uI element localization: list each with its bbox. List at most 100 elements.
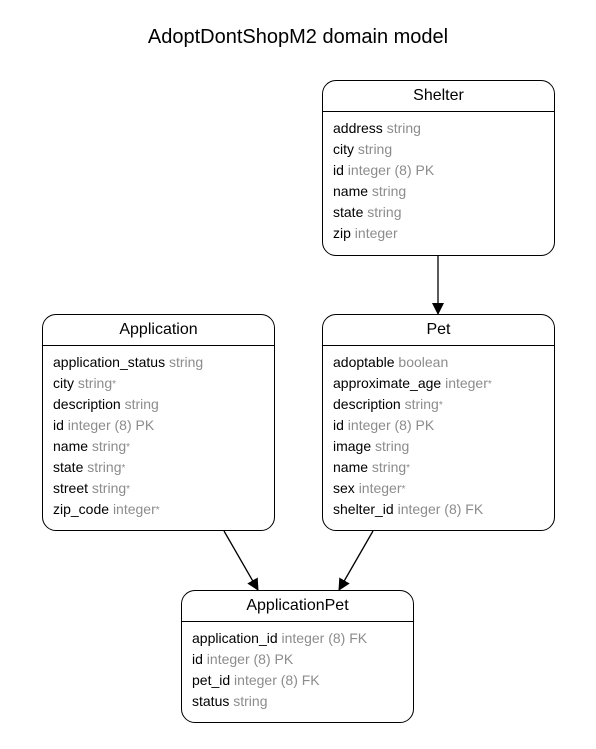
attribute-row: name string xyxy=(333,181,554,202)
optional-marker: * xyxy=(126,442,131,453)
optional-marker: * xyxy=(406,463,411,474)
optional-marker: * xyxy=(401,484,406,495)
attribute-type: string xyxy=(168,354,204,370)
attribute-row: status string xyxy=(192,691,413,712)
attribute-row: state string xyxy=(333,202,554,223)
attribute-type: integer (8) xyxy=(67,417,132,433)
attribute-key: FK xyxy=(301,672,320,688)
attribute-type: string xyxy=(233,693,268,709)
attribute-key: PK xyxy=(135,417,155,433)
attribute-name: state xyxy=(53,459,84,475)
attribute-type: string xyxy=(404,396,439,412)
attribute-key: PK xyxy=(415,162,435,178)
attribute-row: description string* xyxy=(333,394,554,415)
attribute-type: integer (8) xyxy=(206,651,271,667)
entity-shelter-attributes: address string city string id integer (8… xyxy=(323,112,554,244)
entity-shelter[interactable]: Shelter address string city string id in… xyxy=(322,80,555,256)
attribute-key: FK xyxy=(349,630,368,646)
attribute-row: street string* xyxy=(53,478,274,499)
entity-application-name: Application xyxy=(43,315,274,346)
attribute-type: integer xyxy=(445,375,488,391)
attribute-name: approximate_age xyxy=(333,375,442,391)
attribute-name: id xyxy=(192,651,203,667)
attribute-name: adoptable xyxy=(333,354,395,370)
attribute-name: image xyxy=(333,438,372,454)
attribute-name: id xyxy=(333,417,344,433)
attribute-name: application_status xyxy=(53,354,166,370)
attribute-type: integer (8) xyxy=(397,501,462,517)
attribute-row: sex integer* xyxy=(333,478,554,499)
optional-marker: * xyxy=(438,400,443,411)
attribute-name: id xyxy=(53,417,64,433)
attribute-row: name string* xyxy=(333,457,554,478)
attribute-row: name string* xyxy=(53,436,274,457)
attribute-type: string xyxy=(124,396,159,412)
attribute-name: description xyxy=(53,396,121,412)
entity-pet-name: Pet xyxy=(323,315,554,346)
attribute-row: id integer (8) PK xyxy=(53,415,274,436)
entity-application-attributes: application_status string city string* d… xyxy=(43,346,274,520)
attribute-row: pet_id integer (8) FK xyxy=(192,670,413,691)
attribute-row: zip_code integer* xyxy=(53,499,274,520)
connector-pet-to-applicationpet xyxy=(338,530,374,591)
attribute-type: string xyxy=(87,459,122,475)
optional-marker: * xyxy=(121,463,126,474)
attribute-row: zip integer xyxy=(333,223,554,244)
attribute-name: sex xyxy=(333,480,355,496)
entity-application-pet-name: ApplicationPet xyxy=(182,591,413,622)
attribute-row: city string* xyxy=(53,373,274,394)
attribute-type: integer (8) xyxy=(234,672,298,688)
attribute-row: approximate_age integer* xyxy=(333,373,554,394)
attribute-type: string xyxy=(367,204,402,220)
attribute-name: status xyxy=(192,693,230,709)
attribute-row: address string xyxy=(333,118,554,139)
attribute-row: id integer (8) PK xyxy=(192,649,413,670)
attribute-name: address xyxy=(333,120,383,136)
entity-application[interactable]: Application application_status string ci… xyxy=(42,314,275,531)
attribute-row: image string xyxy=(333,436,554,457)
attribute-row: state string* xyxy=(53,457,274,478)
attribute-name: id xyxy=(333,162,344,178)
attribute-type: string xyxy=(375,438,410,454)
attribute-type: integer xyxy=(358,480,402,496)
attribute-name: application_id xyxy=(192,630,278,646)
attribute-key: PK xyxy=(274,651,294,667)
attribute-name: zip_code xyxy=(53,501,110,517)
attribute-type: integer (8) xyxy=(281,630,346,646)
attribute-name: city xyxy=(333,141,354,157)
optional-marker: * xyxy=(487,379,492,390)
attribute-row: application_status string xyxy=(53,352,274,373)
attribute-type: integer xyxy=(354,225,398,241)
entity-application-pet[interactable]: ApplicationPet application_id integer (8… xyxy=(181,590,414,723)
attribute-row: application_id integer (8) FK xyxy=(192,628,413,649)
attribute-name: name xyxy=(333,183,369,199)
attribute-row: id integer (8) PK xyxy=(333,415,554,436)
attribute-row: id integer (8) PK xyxy=(333,160,554,181)
entity-pet-attributes: adoptable boolean approximate_age intege… xyxy=(323,346,554,520)
optional-marker: * xyxy=(126,484,131,495)
attribute-type: boolean xyxy=(398,354,449,370)
attribute-name: description xyxy=(333,396,401,412)
attribute-type: integer xyxy=(112,501,156,517)
attribute-row: shelter_id integer (8) FK xyxy=(333,499,554,520)
attribute-type: string xyxy=(357,141,393,157)
attribute-type: integer (8) xyxy=(347,417,412,433)
attribute-type: string xyxy=(371,459,407,475)
entity-shelter-name: Shelter xyxy=(323,81,554,112)
entity-application-pet-attributes: application_id integer (8) FK id integer… xyxy=(182,622,413,712)
attribute-name: state xyxy=(333,204,364,220)
attribute-name: name xyxy=(53,438,89,454)
attribute-type: string xyxy=(91,438,127,454)
attribute-name: city xyxy=(53,375,74,391)
attribute-row: description string xyxy=(53,394,274,415)
attribute-row: adoptable boolean xyxy=(333,352,554,373)
attribute-name: name xyxy=(333,459,369,475)
attribute-key: PK xyxy=(415,417,435,433)
optional-marker: * xyxy=(155,505,160,516)
attribute-type: string xyxy=(77,375,113,391)
attribute-name: shelter_id xyxy=(333,501,394,517)
entity-pet[interactable]: Pet adoptable boolean approximate_age in… xyxy=(322,314,555,531)
diagram-title: AdoptDontShopM2 domain model xyxy=(147,26,449,48)
attribute-type: integer (8) xyxy=(347,162,412,178)
